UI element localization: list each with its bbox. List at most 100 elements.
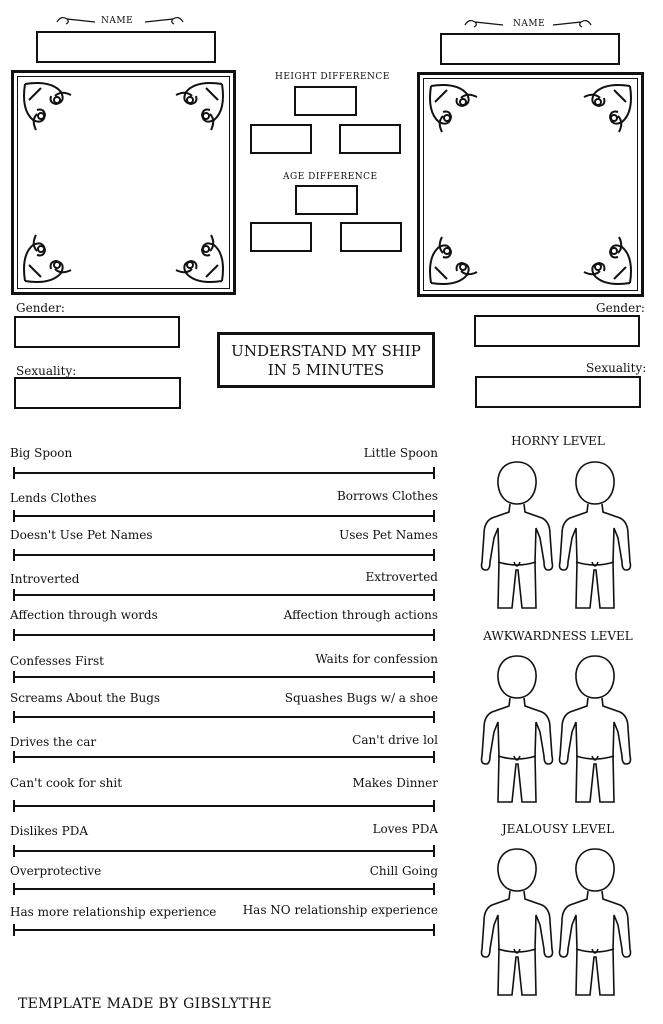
page-title-line2: IN 5 MINUTES [267, 361, 385, 379]
age-difference-label: AGE DIFFERENCE [283, 172, 378, 182]
level-title: JEALOUSY LEVEL [501, 822, 615, 836]
scale-end-tick [433, 751, 435, 763]
scale-end-tick [433, 589, 435, 601]
scale-end-tick [433, 467, 435, 479]
body-outline-icon[interactable] [554, 845, 636, 1003]
scale-left-label: Big Spoon [10, 446, 73, 460]
scale-end-tick [433, 924, 435, 936]
scale-left-label: Drives the car [10, 735, 97, 749]
scale-start-tick [13, 510, 15, 522]
body-outline-icon[interactable] [476, 652, 558, 810]
scale-slider-track[interactable] [13, 929, 435, 931]
right-sexuality-field[interactable] [475, 376, 641, 408]
scale-start-tick [13, 589, 15, 601]
scale-start-tick [13, 751, 15, 763]
level-title: AWKWARDNESS LEVEL [483, 629, 633, 643]
scale-slider-track[interactable] [13, 805, 435, 807]
scale-right-label: Affection through actions [283, 608, 438, 622]
scale-slider-track[interactable] [13, 850, 435, 852]
scale-start-tick [13, 883, 15, 895]
left-portrait-inner-border [17, 76, 230, 289]
scale-right-label: Chill Going [369, 864, 438, 878]
scale-slider-track[interactable] [13, 594, 435, 596]
scale-end-tick [433, 800, 435, 812]
scale-right-label: Loves PDA [372, 822, 438, 836]
scale-end-tick [433, 883, 435, 895]
scale-right-label: Has NO relationship experience [242, 903, 438, 917]
scale-left-label: Screams About the Bugs [10, 691, 161, 705]
scale-left-label: Introverted [10, 572, 80, 586]
scale-end-tick [433, 629, 435, 641]
scale-slider-track[interactable] [13, 515, 435, 517]
ornament-swirl-icon [56, 16, 184, 25]
name-right-label: NAME [513, 19, 546, 29]
left-portrait-corner-flourish-icon [23, 82, 224, 283]
page-title: UNDERSTAND MY SHIP IN 5 MINUTES [217, 332, 435, 388]
page-title-line1: UNDERSTAND MY SHIP [231, 342, 421, 360]
right-gender-field[interactable] [474, 315, 640, 347]
scale-right-label: Uses Pet Names [339, 528, 438, 542]
scale-left-label: Doesn't Use Pet Names [10, 528, 153, 542]
scale-start-tick [13, 845, 15, 857]
level-title: HORNY LEVEL [511, 434, 605, 448]
body-outline-icon[interactable] [554, 652, 636, 810]
scale-right-label: Makes Dinner [352, 776, 438, 790]
left-sexuality-label: Sexuality: [16, 364, 77, 378]
scale-slider-track[interactable] [13, 716, 435, 718]
name-left-field[interactable] [36, 31, 216, 63]
scale-slider-track[interactable] [13, 676, 435, 678]
scale-left-label: Overprotective [10, 864, 102, 878]
scale-start-tick [13, 671, 15, 683]
scale-start-tick [13, 467, 15, 479]
scale-end-tick [433, 510, 435, 522]
age-left-field[interactable] [250, 222, 312, 252]
left-gender-label: Gender: [16, 301, 65, 315]
age-difference-field[interactable] [295, 185, 358, 215]
body-outline-icon[interactable] [476, 458, 558, 616]
name-left-header: NAME [55, 12, 185, 32]
scale-right-label: Can't drive lol [352, 733, 438, 747]
scale-end-tick [433, 711, 435, 723]
scale-end-tick [433, 549, 435, 561]
body-outline-icon[interactable] [476, 845, 558, 1003]
body-outline-icon[interactable] [554, 458, 636, 616]
age-right-field[interactable] [340, 222, 402, 252]
right-portrait-corner-flourish-icon [429, 84, 632, 285]
scale-start-tick [13, 711, 15, 723]
footer-credit: TEMPLATE MADE BY GIBSLYTHE [18, 996, 272, 1012]
scale-start-tick [13, 924, 15, 936]
right-gender-label: Gender: [596, 301, 645, 315]
scale-slider-track[interactable] [13, 756, 435, 758]
name-right-field[interactable] [440, 33, 620, 65]
scale-left-label: Confesses First [10, 654, 104, 668]
scale-slider-track[interactable] [13, 472, 435, 474]
right-portrait-frame[interactable] [417, 72, 644, 297]
scale-slider-track[interactable] [13, 634, 435, 636]
scale-end-tick [433, 845, 435, 857]
scale-start-tick [13, 549, 15, 561]
scale-end-tick [433, 671, 435, 683]
scale-left-label: Has more relationship experience [10, 905, 217, 919]
ornament-swirl-icon [464, 19, 592, 28]
scale-right-label: Little Spoon [363, 446, 438, 460]
scale-right-label: Squashes Bugs w/ a shoe [284, 691, 438, 705]
scale-right-label: Borrows Clothes [336, 489, 438, 503]
height-difference-label: HEIGHT DIFFERENCE [275, 72, 390, 82]
height-left-field[interactable] [250, 124, 312, 154]
scale-slider-track[interactable] [13, 888, 435, 890]
height-difference-field[interactable] [294, 86, 357, 116]
scale-right-label: Extroverted [365, 570, 438, 584]
left-sexuality-field[interactable] [14, 377, 181, 409]
scale-left-label: Lends Clothes [10, 491, 97, 505]
height-right-field[interactable] [339, 124, 401, 154]
right-portrait-inner-border [423, 78, 638, 291]
left-portrait-frame[interactable] [11, 70, 236, 295]
name-right-header: NAME [463, 15, 593, 35]
name-left-label: NAME [101, 16, 134, 26]
left-gender-field[interactable] [14, 316, 180, 348]
right-sexuality-label: Sexuality: [586, 361, 647, 375]
scale-start-tick [13, 800, 15, 812]
scale-right-label: Waits for confession [315, 652, 438, 666]
scale-slider-track[interactable] [13, 554, 435, 556]
scale-left-label: Affection through words [10, 608, 158, 622]
